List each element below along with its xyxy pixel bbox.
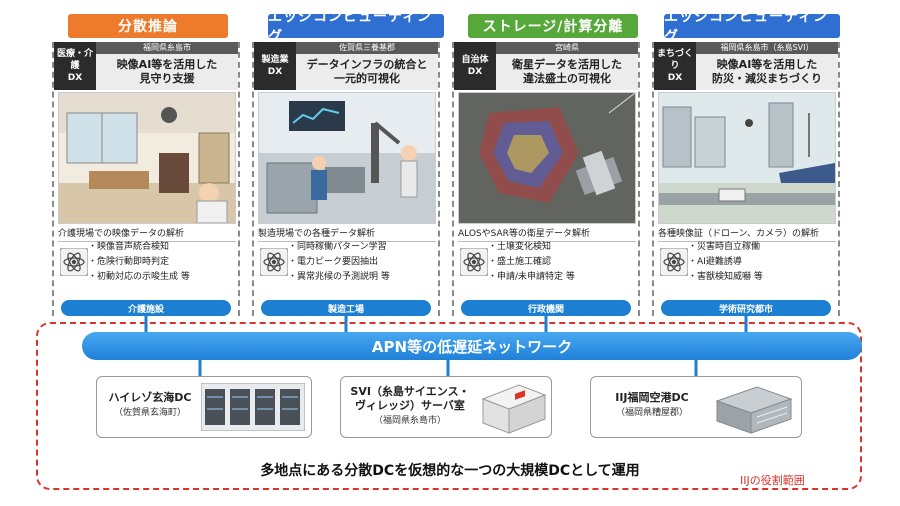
feature-list: 映像音声統合検知 危険行動即時判定 初動対応の示唆生成 等 bbox=[88, 240, 190, 285]
feature-list: 土壌変化検知 盛土施工確認 申請/未申請特定 等 bbox=[488, 240, 575, 285]
feature-list: 同時稼働パターン学習 電力ピーク要因抽出 異常兆候の予測説明 等 bbox=[288, 240, 390, 285]
title-line2: 一元的可視化 bbox=[334, 72, 400, 85]
feature-list: 災害時自立稼働 AI避難誘導 害獣検知威嚇 等 bbox=[688, 240, 763, 285]
feature-item: 同時稼働パターン学習 bbox=[288, 240, 390, 255]
container-dc-icon bbox=[481, 384, 547, 434]
feature-item: 映像音声統合検知 bbox=[88, 240, 190, 255]
title-line2: 見守り支援 bbox=[139, 72, 195, 85]
dc-name: IIJ福岡空港DC bbox=[615, 391, 689, 404]
site-pill-research-city: 学術研究都市 bbox=[661, 300, 831, 316]
ai-atom-icon bbox=[660, 248, 688, 276]
satellite-map-illustration bbox=[458, 92, 636, 224]
feature-item: 害獣検知威嚇 等 bbox=[688, 270, 763, 285]
ai-atom-icon bbox=[460, 248, 488, 276]
usecase-card-care: 医療・介護 DX 福岡県糸島市 映像AI等を活用した 見守り支援 介護現場での映… bbox=[52, 42, 240, 316]
card-header: 自治体 DX 宮崎県 衛星データを活用した 違法盛土の可視化 bbox=[454, 42, 638, 90]
card-header: まちづくり DX 福岡県糸島市（糸島SVI） 映像AI等を活用した 防災・減災ま… bbox=[654, 42, 838, 90]
care-room-illustration bbox=[58, 92, 236, 224]
usecase-card-town: まちづくり DX 福岡県糸島市（糸島SVI） 映像AI等を活用した 防災・減災ま… bbox=[652, 42, 840, 316]
feature-item: AI避難誘導 bbox=[688, 255, 763, 270]
dc-box-svi-server-room: SVI（糸島サイエンス・ ヴィレッジ）サーバ室 （福岡県糸島市） bbox=[340, 376, 552, 438]
badge-label: 製造業 bbox=[261, 55, 289, 65]
feature-item: 異常兆候の予測説明 等 bbox=[288, 270, 390, 285]
title-line2: 防災・減災まちづくり bbox=[712, 72, 822, 85]
title-line1: 衛星データを活用した bbox=[512, 58, 622, 71]
feature-item: 申請/未申請特定 等 bbox=[488, 270, 575, 285]
usecase-card-manufacturing: 製造業 DX 佐賀県三養基郡 データインフラの統合と 一元的可視化 製造現場 bbox=[252, 42, 440, 316]
badge-dx: DX bbox=[667, 73, 683, 83]
badge-dx: DX bbox=[467, 67, 483, 77]
card-title: データインフラの統合と 一元的可視化 bbox=[296, 54, 438, 90]
badge-dx: DX bbox=[267, 67, 283, 77]
dc-name-line2: ヴィレッジ）サーバ室 bbox=[355, 399, 465, 412]
usecase-card-government: 自治体 DX 宮崎県 衛星データを活用した 違法盛土の可視化 ALOSやSAR等… bbox=[452, 42, 640, 316]
dc-location: （佐賀県玄海町） bbox=[113, 408, 186, 418]
dx-badge: 製造業 DX bbox=[254, 42, 296, 90]
card-title: 映像AI等を活用した 防災・減災まちづくり bbox=[696, 54, 838, 90]
site-pill-government: 行政機関 bbox=[461, 300, 631, 316]
feature-item: 危険行動即時判定 bbox=[88, 255, 190, 270]
badge-label: 自治体 bbox=[461, 55, 489, 65]
card-title: 衛星データを活用した 違法盛土の可視化 bbox=[496, 54, 638, 90]
category-header-1: 分散推論 bbox=[68, 14, 228, 38]
dx-badge: 医療・介護 DX bbox=[54, 42, 96, 90]
site-pill-care: 介護施設 bbox=[61, 300, 231, 316]
building-dc-icon bbox=[715, 386, 793, 434]
badge-label: 医療・介護 bbox=[56, 49, 93, 71]
low-latency-network-bar: APN等の低遅延ネットワーク bbox=[82, 332, 862, 360]
feature-item: 災害時自立稼働 bbox=[688, 240, 763, 255]
category-header-3: ストレージ/計算分離 bbox=[468, 14, 638, 38]
card-location: 宮崎県 bbox=[496, 42, 638, 54]
ai-atom-icon bbox=[260, 248, 288, 276]
footer-statement: 多地点にある分散DCを仮想的な一つの大規模DCとして運用 bbox=[260, 463, 640, 479]
title-line1: データインフラの統合と bbox=[306, 58, 428, 71]
iij-role-label: IIJの役割範囲 bbox=[740, 474, 805, 487]
dc-box-iij-fukuoka-airport: IIJ福岡空港DC （福岡県糟屋郡） bbox=[590, 376, 802, 438]
card-header: 医療・介護 DX 福岡県糸島市 映像AI等を活用した 見守り支援 bbox=[54, 42, 238, 90]
dx-badge: まちづくり DX bbox=[654, 42, 696, 90]
ai-atom-icon bbox=[60, 248, 88, 276]
site-pill-factory: 製造工場 bbox=[261, 300, 431, 316]
server-rack-icon bbox=[201, 383, 305, 431]
card-location: 佐賀県三養基郡 bbox=[296, 42, 438, 54]
badge-dx: DX bbox=[67, 73, 83, 83]
dc-location: （福岡県糸島市） bbox=[373, 416, 446, 426]
feature-item: 盛土施工確認 bbox=[488, 255, 575, 270]
card-header: 製造業 DX 佐賀県三養基郡 データインフラの統合と 一元的可視化 bbox=[254, 42, 438, 90]
feature-item: 土壌変化検知 bbox=[488, 240, 575, 255]
dc-name-line1: SVI（糸島サイエンス・ bbox=[350, 385, 470, 398]
iij-scope-boundary bbox=[36, 322, 862, 490]
badge-label: まちづくり bbox=[656, 49, 693, 71]
dx-badge: 自治体 DX bbox=[454, 42, 496, 90]
dc-name: ハイレゾ玄海DC bbox=[108, 391, 192, 404]
factory-illustration bbox=[258, 92, 436, 224]
title-line1: 映像AI等を活用した bbox=[116, 58, 218, 71]
title-line2: 違法盛土の可視化 bbox=[523, 72, 611, 85]
feature-item: 電力ピーク要因抽出 bbox=[288, 255, 390, 270]
card-location: 福岡県糸島市 bbox=[96, 42, 238, 54]
feature-item: 初動対応の示唆生成 等 bbox=[88, 270, 190, 285]
title-line1: 映像AI等を活用した bbox=[716, 58, 818, 71]
card-location: 福岡県糸島市（糸島SVI） bbox=[696, 42, 838, 54]
dc-box-highreso-genkai: ハイレゾ玄海DC （佐賀県玄海町） bbox=[96, 376, 312, 438]
dc-location: （福岡県糟屋郡） bbox=[615, 408, 688, 418]
town-illustration bbox=[658, 92, 836, 224]
card-title: 映像AI等を活用した 見守り支援 bbox=[96, 54, 238, 90]
